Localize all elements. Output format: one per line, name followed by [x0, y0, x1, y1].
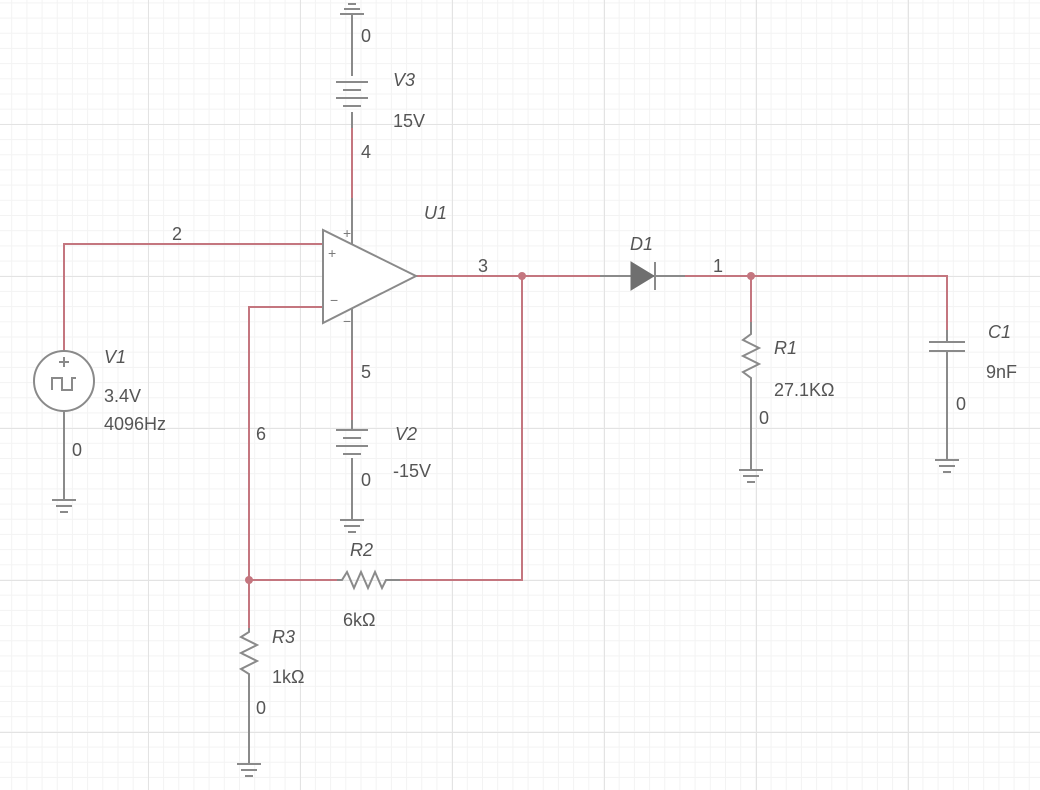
node-label-6: 6: [256, 424, 266, 444]
node-label-1: 1: [713, 256, 723, 276]
node-label-2: 2: [172, 224, 182, 244]
node-label-0-r3: 0: [256, 698, 266, 718]
r3-ref-label: R3: [272, 627, 295, 647]
ground-icon: [237, 763, 261, 777]
r2-value-label: 6kΩ: [343, 610, 375, 630]
plus-input-sign: +: [328, 245, 336, 261]
minus-input-sign: −: [330, 292, 338, 308]
c1-value-label: 9nF: [986, 362, 1017, 382]
v2-ref-label: V2: [395, 424, 417, 444]
node-label-4: 4: [361, 142, 371, 162]
v2-battery[interactable]: [336, 420, 368, 533]
u1-ref-label: U1: [424, 203, 447, 223]
wire-node-3-feedback[interactable]: [399, 275, 523, 581]
wires: [63, 127, 948, 629]
capacitor-c1[interactable]: [929, 330, 965, 473]
v2-value-label: -15V: [393, 461, 431, 481]
square-wave-icon: [51, 377, 76, 391]
ground-icon: [52, 499, 76, 513]
wire-node-2[interactable]: [63, 243, 324, 351]
vplus-pin-sign: +: [343, 225, 351, 241]
junction-node-3: [518, 272, 526, 280]
v3-battery[interactable]: [336, 3, 368, 128]
resistor-r2[interactable]: [337, 569, 400, 591]
diode-d1[interactable]: [600, 261, 685, 291]
r2-ref-label: R2: [350, 540, 373, 560]
d1-ref-label: D1: [630, 234, 653, 254]
ground-icon: [739, 469, 763, 483]
resistor-r1[interactable]: [739, 322, 763, 483]
node-label-5: 5: [361, 362, 371, 382]
wire-node-6-inverting[interactable]: [248, 306, 324, 629]
r3-value-label: 1kΩ: [272, 667, 304, 687]
node-label-0-r1: 0: [759, 408, 769, 428]
v1-amplitude-label: 3.4V: [104, 386, 141, 406]
node-label-0-v1: 0: [72, 440, 82, 460]
node-label-0-v3: 0: [361, 26, 371, 46]
node-label-3: 3: [478, 256, 488, 276]
v1-square-wave-source[interactable]: [33, 350, 95, 513]
c1-ref-label: C1: [988, 322, 1011, 342]
vminus-pin-sign: −: [343, 313, 351, 329]
node-label-0-v2: 0: [361, 470, 371, 490]
r1-value-label: 27.1KΩ: [774, 380, 835, 400]
junction-node-1: [747, 272, 755, 280]
resistor-r3[interactable]: [237, 628, 261, 777]
node-label-0-c1: 0: [956, 394, 966, 414]
ground-icon: [340, 519, 364, 533]
v1-ref-label: V1: [104, 347, 126, 367]
opamp-u1[interactable]: + − + −: [322, 198, 419, 350]
v3-value-label: 15V: [393, 111, 425, 131]
ground-icon: [340, 3, 364, 15]
ground-icon: [935, 459, 959, 473]
r1-ref-label: R1: [774, 338, 797, 358]
v1-frequency-label: 4096Hz: [104, 414, 166, 434]
junction-node-6: [245, 576, 253, 584]
v3-ref-label: V3: [393, 70, 415, 90]
